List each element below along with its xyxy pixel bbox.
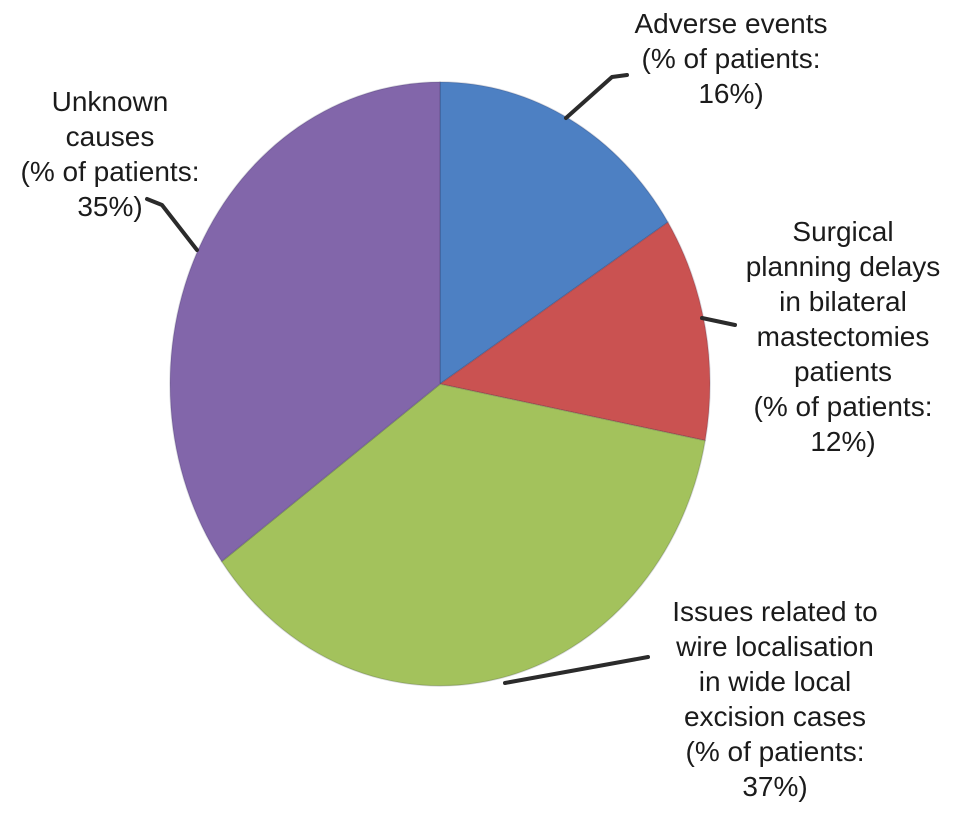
slice-label-surgical-planning-delays: Surgical planning delays in bilateral ma… xyxy=(745,216,941,457)
pie-slice-unknown-causes xyxy=(169,81,441,563)
leader-line-adverse-events xyxy=(564,73,629,120)
pie-slice-adverse-events xyxy=(439,81,669,385)
leader-line-wire-localisation-issues xyxy=(503,655,650,685)
pie-slice-surgical-planning-delays xyxy=(439,221,711,442)
leader-line-surgical-planning-delays xyxy=(700,316,737,327)
pie-slice-wire-localisation-issues xyxy=(220,383,706,687)
slice-label-adverse-events: Adverse events (% of patients: 16%) xyxy=(634,8,828,109)
leader-line-unknown-causes xyxy=(145,197,199,252)
slice-label-wire-localisation-issues: Issues related to wire localisation in w… xyxy=(672,596,878,802)
slice-label-unknown-causes: Unknown causes (% of patients: 35%) xyxy=(20,86,200,222)
